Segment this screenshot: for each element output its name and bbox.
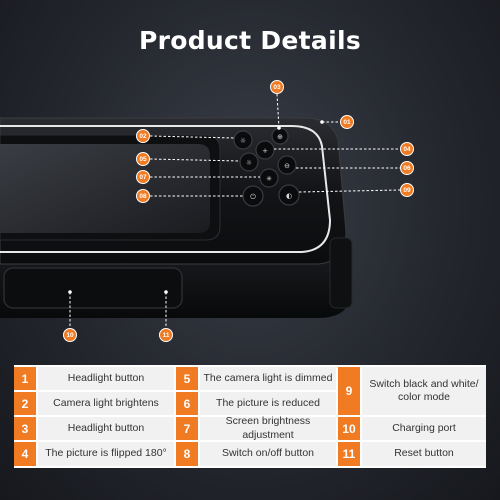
svg-text:✳: ✳ bbox=[266, 175, 272, 183]
camera-dim-button bbox=[239, 152, 259, 172]
table-row-label: The picture is flipped 180° bbox=[38, 442, 174, 466]
callout-04: 04 bbox=[400, 142, 414, 156]
table-row-label: Headlight button bbox=[38, 367, 174, 390]
table-row-label: Headlight button bbox=[38, 417, 174, 440]
flip-button bbox=[255, 140, 275, 160]
table-row-label: Screen brightness adjustment bbox=[200, 415, 336, 441]
table-row-label: Camera light brightens bbox=[38, 392, 174, 415]
table-row-label: The camera light is dimmed bbox=[200, 367, 336, 390]
callout-10: 10 bbox=[63, 328, 77, 342]
table-row-num: 1 bbox=[14, 367, 36, 390]
callout-08: 08 bbox=[136, 189, 150, 203]
callout-02: 02 bbox=[136, 129, 150, 143]
table-row-label: Switch on/off button bbox=[200, 442, 336, 466]
device-screen bbox=[0, 144, 210, 233]
table-row-num: 6 bbox=[176, 392, 198, 415]
svg-text:⏻: ⏻ bbox=[250, 193, 256, 201]
table-row-label: Charging port bbox=[362, 417, 486, 440]
callout-11: 11 bbox=[159, 328, 173, 342]
svg-text:☼: ☼ bbox=[246, 159, 252, 167]
device-grip bbox=[329, 237, 353, 309]
table-row-num: 5 bbox=[176, 367, 198, 390]
table-row-num: 3 bbox=[14, 417, 36, 440]
callout-06: 06 bbox=[400, 161, 414, 175]
table-row-num: 11 bbox=[338, 442, 360, 466]
headlight-button bbox=[233, 130, 253, 150]
callout-01: 01 bbox=[340, 115, 354, 129]
table-row-label: Reset button bbox=[362, 442, 486, 466]
svg-text:⊖: ⊖ bbox=[284, 162, 290, 170]
table-row-num: 10 bbox=[338, 417, 360, 440]
device-illustration: ☼ ⊕ + ☼ ⊖ ✳ ⏻ ◐ bbox=[0, 93, 401, 328]
svg-text:☼: ☼ bbox=[240, 137, 246, 145]
power-button bbox=[242, 185, 264, 207]
callout-09: 09 bbox=[400, 183, 414, 197]
callout-05: 05 bbox=[136, 152, 150, 166]
device-trim bbox=[0, 125, 332, 253]
table-row-num: 4 bbox=[14, 442, 36, 466]
page-title: Product Details bbox=[138, 26, 362, 55]
table-row-num: 8 bbox=[176, 442, 198, 466]
feature-table: 1 Headlight button 2 Camera light bright… bbox=[14, 365, 486, 468]
table-row-num: 2 bbox=[14, 392, 36, 415]
brightness-button bbox=[259, 168, 279, 188]
callout-03: 03 bbox=[270, 80, 284, 94]
svg-text:+: + bbox=[262, 147, 268, 155]
table-row-num: 7 bbox=[176, 417, 198, 440]
svg-text:◐: ◐ bbox=[286, 192, 292, 200]
charging-port-cover bbox=[3, 267, 183, 309]
table-row-num: 9 bbox=[338, 367, 360, 415]
svg-text:⊕: ⊕ bbox=[277, 133, 283, 141]
table-row-label: Switch black and white/ color mode bbox=[362, 367, 486, 415]
device-buttons bbox=[233, 127, 300, 207]
table-row-label: The picture is reduced bbox=[200, 392, 336, 415]
color-mode-button bbox=[278, 184, 300, 206]
reduce-button bbox=[277, 155, 297, 175]
callout-07: 07 bbox=[136, 170, 150, 184]
callout-leaders bbox=[69, 93, 401, 328]
